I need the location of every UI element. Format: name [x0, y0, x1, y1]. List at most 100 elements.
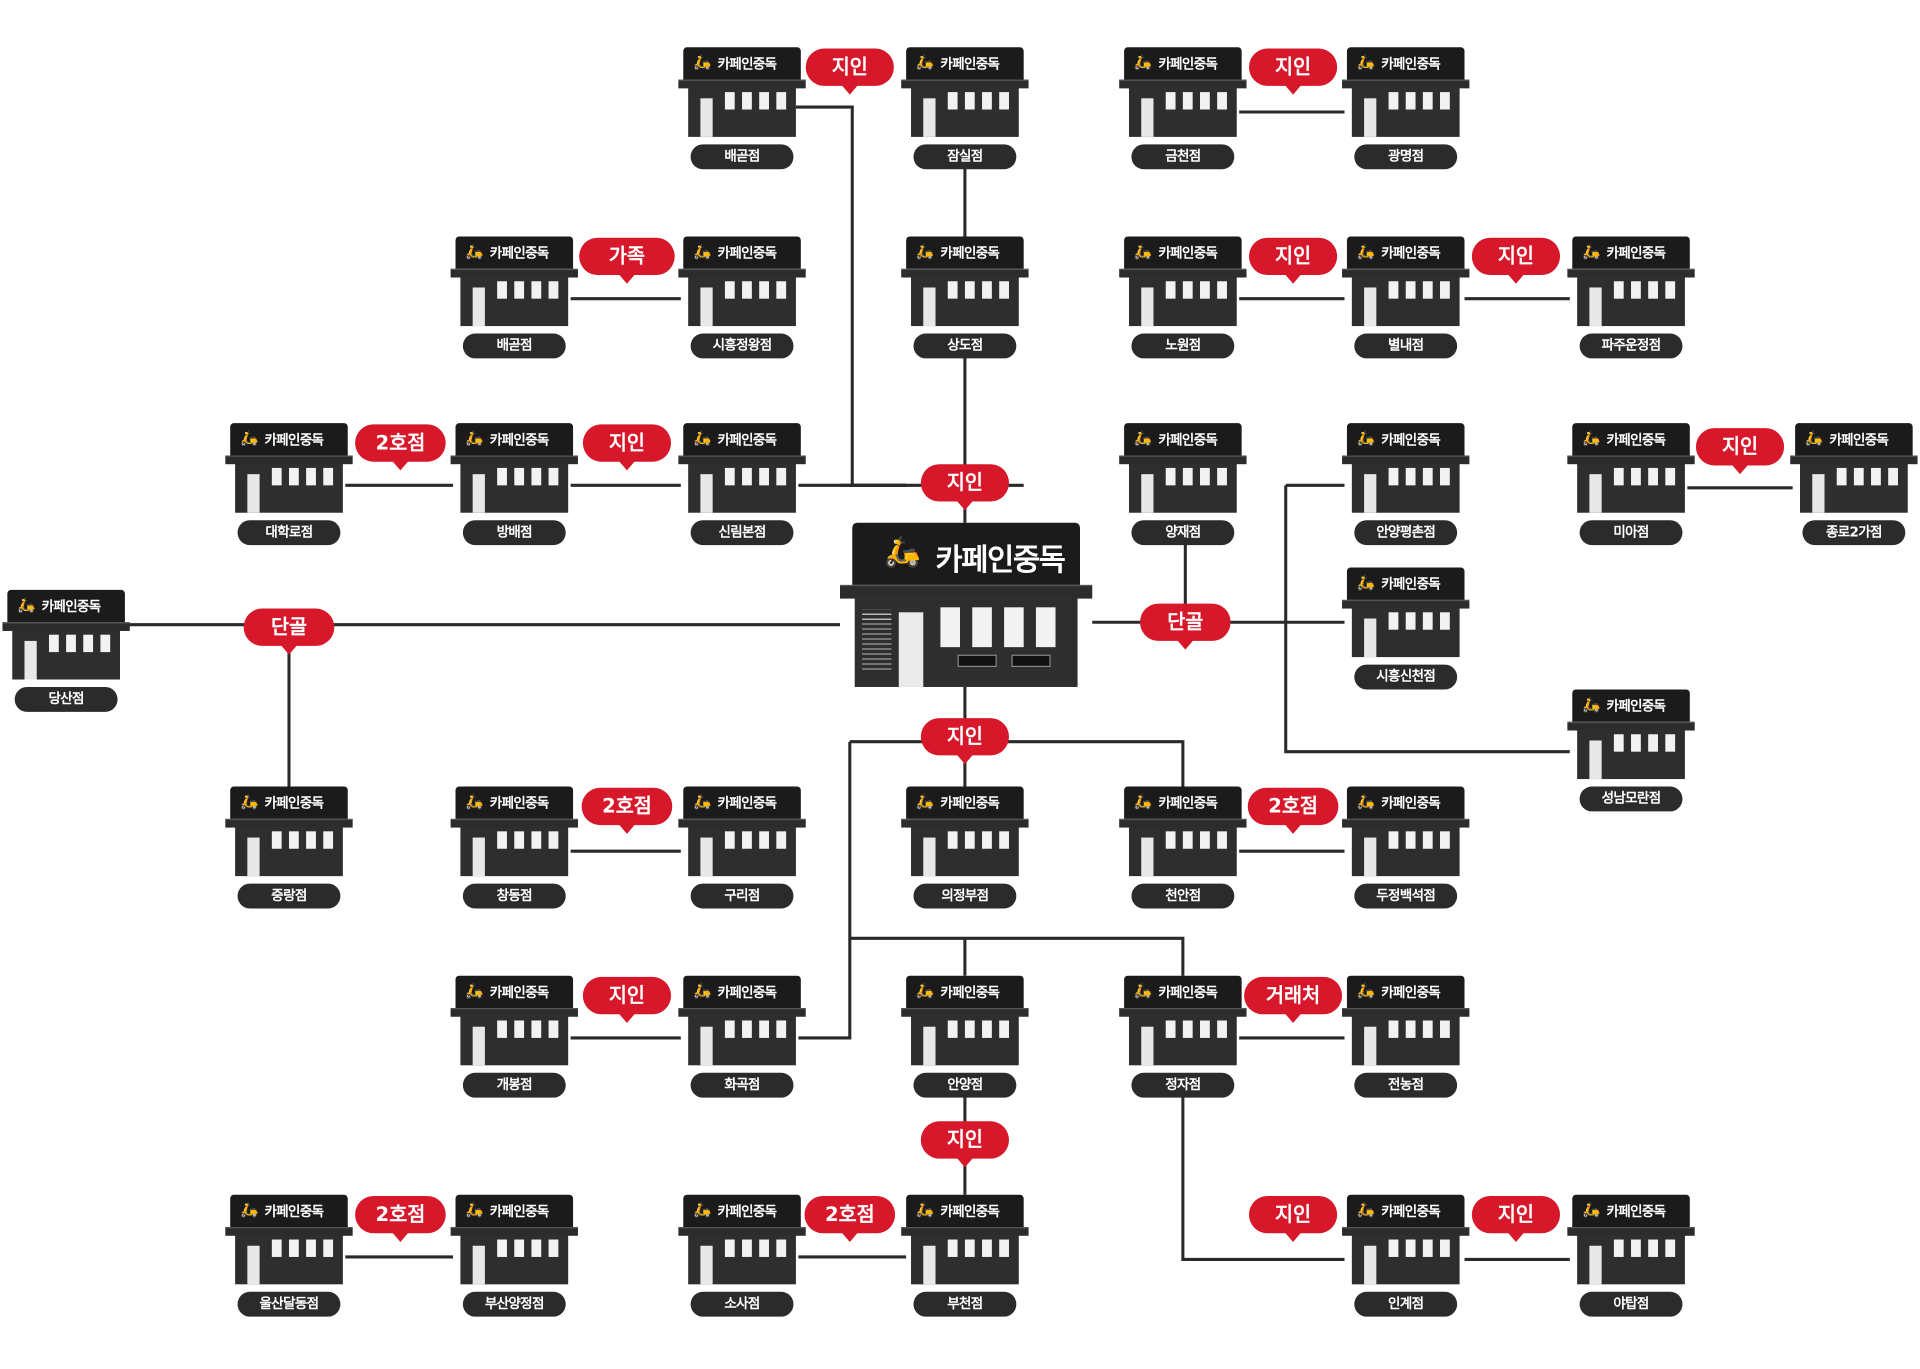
- store-label: 금천점: [1131, 144, 1235, 170]
- store-door: [472, 837, 485, 877]
- store-door: [1589, 287, 1602, 327]
- store-roof: [901, 1008, 1029, 1017]
- store-window: [1440, 612, 1450, 630]
- store-window: [1217, 467, 1227, 486]
- store-window: [947, 831, 958, 849]
- store-door: [923, 287, 936, 327]
- relation-badge: 지인: [1248, 237, 1338, 284]
- store-window: [288, 467, 299, 486]
- store-window: [1165, 1020, 1176, 1038]
- store-brand: 카페인중독: [1381, 56, 1441, 73]
- store-awning: 🛵카페인중독: [455, 1194, 574, 1228]
- store-awning: 🛵카페인중독: [1572, 236, 1690, 269]
- store-awning: 🛵카페인중독: [906, 236, 1024, 269]
- store-window: [759, 467, 769, 486]
- store-window: [1165, 281, 1176, 299]
- scooter-icon: 🛵: [240, 792, 259, 811]
- store-brand: 카페인중독: [1381, 576, 1441, 593]
- store-window: [1388, 281, 1399, 299]
- storefront-icon: [688, 1015, 796, 1066]
- store-door: [700, 1245, 713, 1285]
- connection-line: [1284, 485, 1570, 754]
- storefront-icon: [235, 1234, 343, 1285]
- scooter-icon: 🛵: [1356, 981, 1376, 1000]
- store-window: [1422, 281, 1433, 299]
- store-window: [514, 467, 525, 486]
- store-door: [1141, 474, 1154, 513]
- connection-line: [849, 936, 1185, 976]
- scooter-icon: 🛵: [693, 429, 712, 447]
- store-window: [1200, 467, 1210, 486]
- store-window: [759, 92, 769, 110]
- store-window: [1405, 281, 1416, 299]
- store-door: [1589, 1245, 1602, 1285]
- store-window: [548, 1020, 559, 1038]
- store-brand: 카페인중독: [1606, 698, 1667, 715]
- store-window: [999, 831, 1009, 849]
- store-window: [1440, 1239, 1450, 1257]
- store-window: [306, 467, 316, 486]
- store-brand: 카페인중독: [717, 431, 778, 449]
- relation-badge: 가족: [579, 237, 675, 284]
- storefront-icon: [1800, 462, 1908, 513]
- store-window: [1665, 281, 1676, 299]
- store-window: [964, 92, 975, 110]
- store-label: 화곡점: [690, 1072, 794, 1098]
- store-label: 잠실점: [913, 144, 1017, 170]
- store-awning: 🛵카페인중독: [1346, 567, 1465, 600]
- store-door: [472, 287, 485, 327]
- store-awning: 🛵카페인중독: [906, 1194, 1024, 1228]
- store-label: 중랑점: [237, 883, 341, 909]
- store-label: 성남모란점: [1579, 786, 1683, 812]
- store-window: [759, 831, 769, 849]
- store-roof: [678, 268, 806, 278]
- store-window: [1613, 1239, 1624, 1257]
- store-brand: 카페인중독: [1606, 1203, 1667, 1220]
- store-brand: 카페인중독: [489, 1203, 550, 1220]
- store-door: [923, 98, 936, 137]
- central-store-window: [1004, 607, 1024, 648]
- store-window: [1200, 1020, 1210, 1038]
- store-roof: [678, 79, 806, 89]
- store-roof: [1119, 818, 1247, 828]
- store-label: 구리점: [690, 883, 794, 909]
- store-roof: [1342, 818, 1470, 828]
- store-brand: 카페인중독: [940, 984, 1000, 1001]
- store-awning: 🛵카페인중독: [683, 47, 801, 80]
- store-window: [724, 467, 735, 486]
- store-brand: 카페인중독: [1381, 1203, 1441, 1220]
- store-window: [548, 281, 559, 299]
- store-brand: 카페인중독: [264, 1203, 324, 1220]
- storefront-icon: [688, 276, 796, 327]
- store-label: 인계점: [1354, 1291, 1458, 1317]
- store-label: 상도점: [913, 333, 1017, 359]
- scooter-icon: 🛵: [693, 53, 712, 71]
- scooter-icon: 🛵: [1582, 1200, 1601, 1219]
- store-window: [1388, 612, 1399, 630]
- store-window: [1648, 1239, 1658, 1257]
- scooter-icon: 🛵: [17, 596, 36, 614]
- storefront-icon: [688, 826, 796, 877]
- store-window: [742, 281, 752, 299]
- store-door: [1589, 474, 1602, 513]
- store-window: [964, 1239, 975, 1257]
- store-roof: [450, 818, 578, 828]
- store-awning: 🛵카페인중독: [906, 47, 1024, 80]
- store-window: [1165, 92, 1176, 110]
- storefront-icon: [1128, 276, 1237, 327]
- scooter-icon: 🛵: [1356, 429, 1376, 447]
- store-roof: [1119, 455, 1247, 465]
- store-window: [1422, 612, 1433, 630]
- door-sign: [1011, 654, 1051, 668]
- store-brand: 카페인중독: [1158, 56, 1218, 73]
